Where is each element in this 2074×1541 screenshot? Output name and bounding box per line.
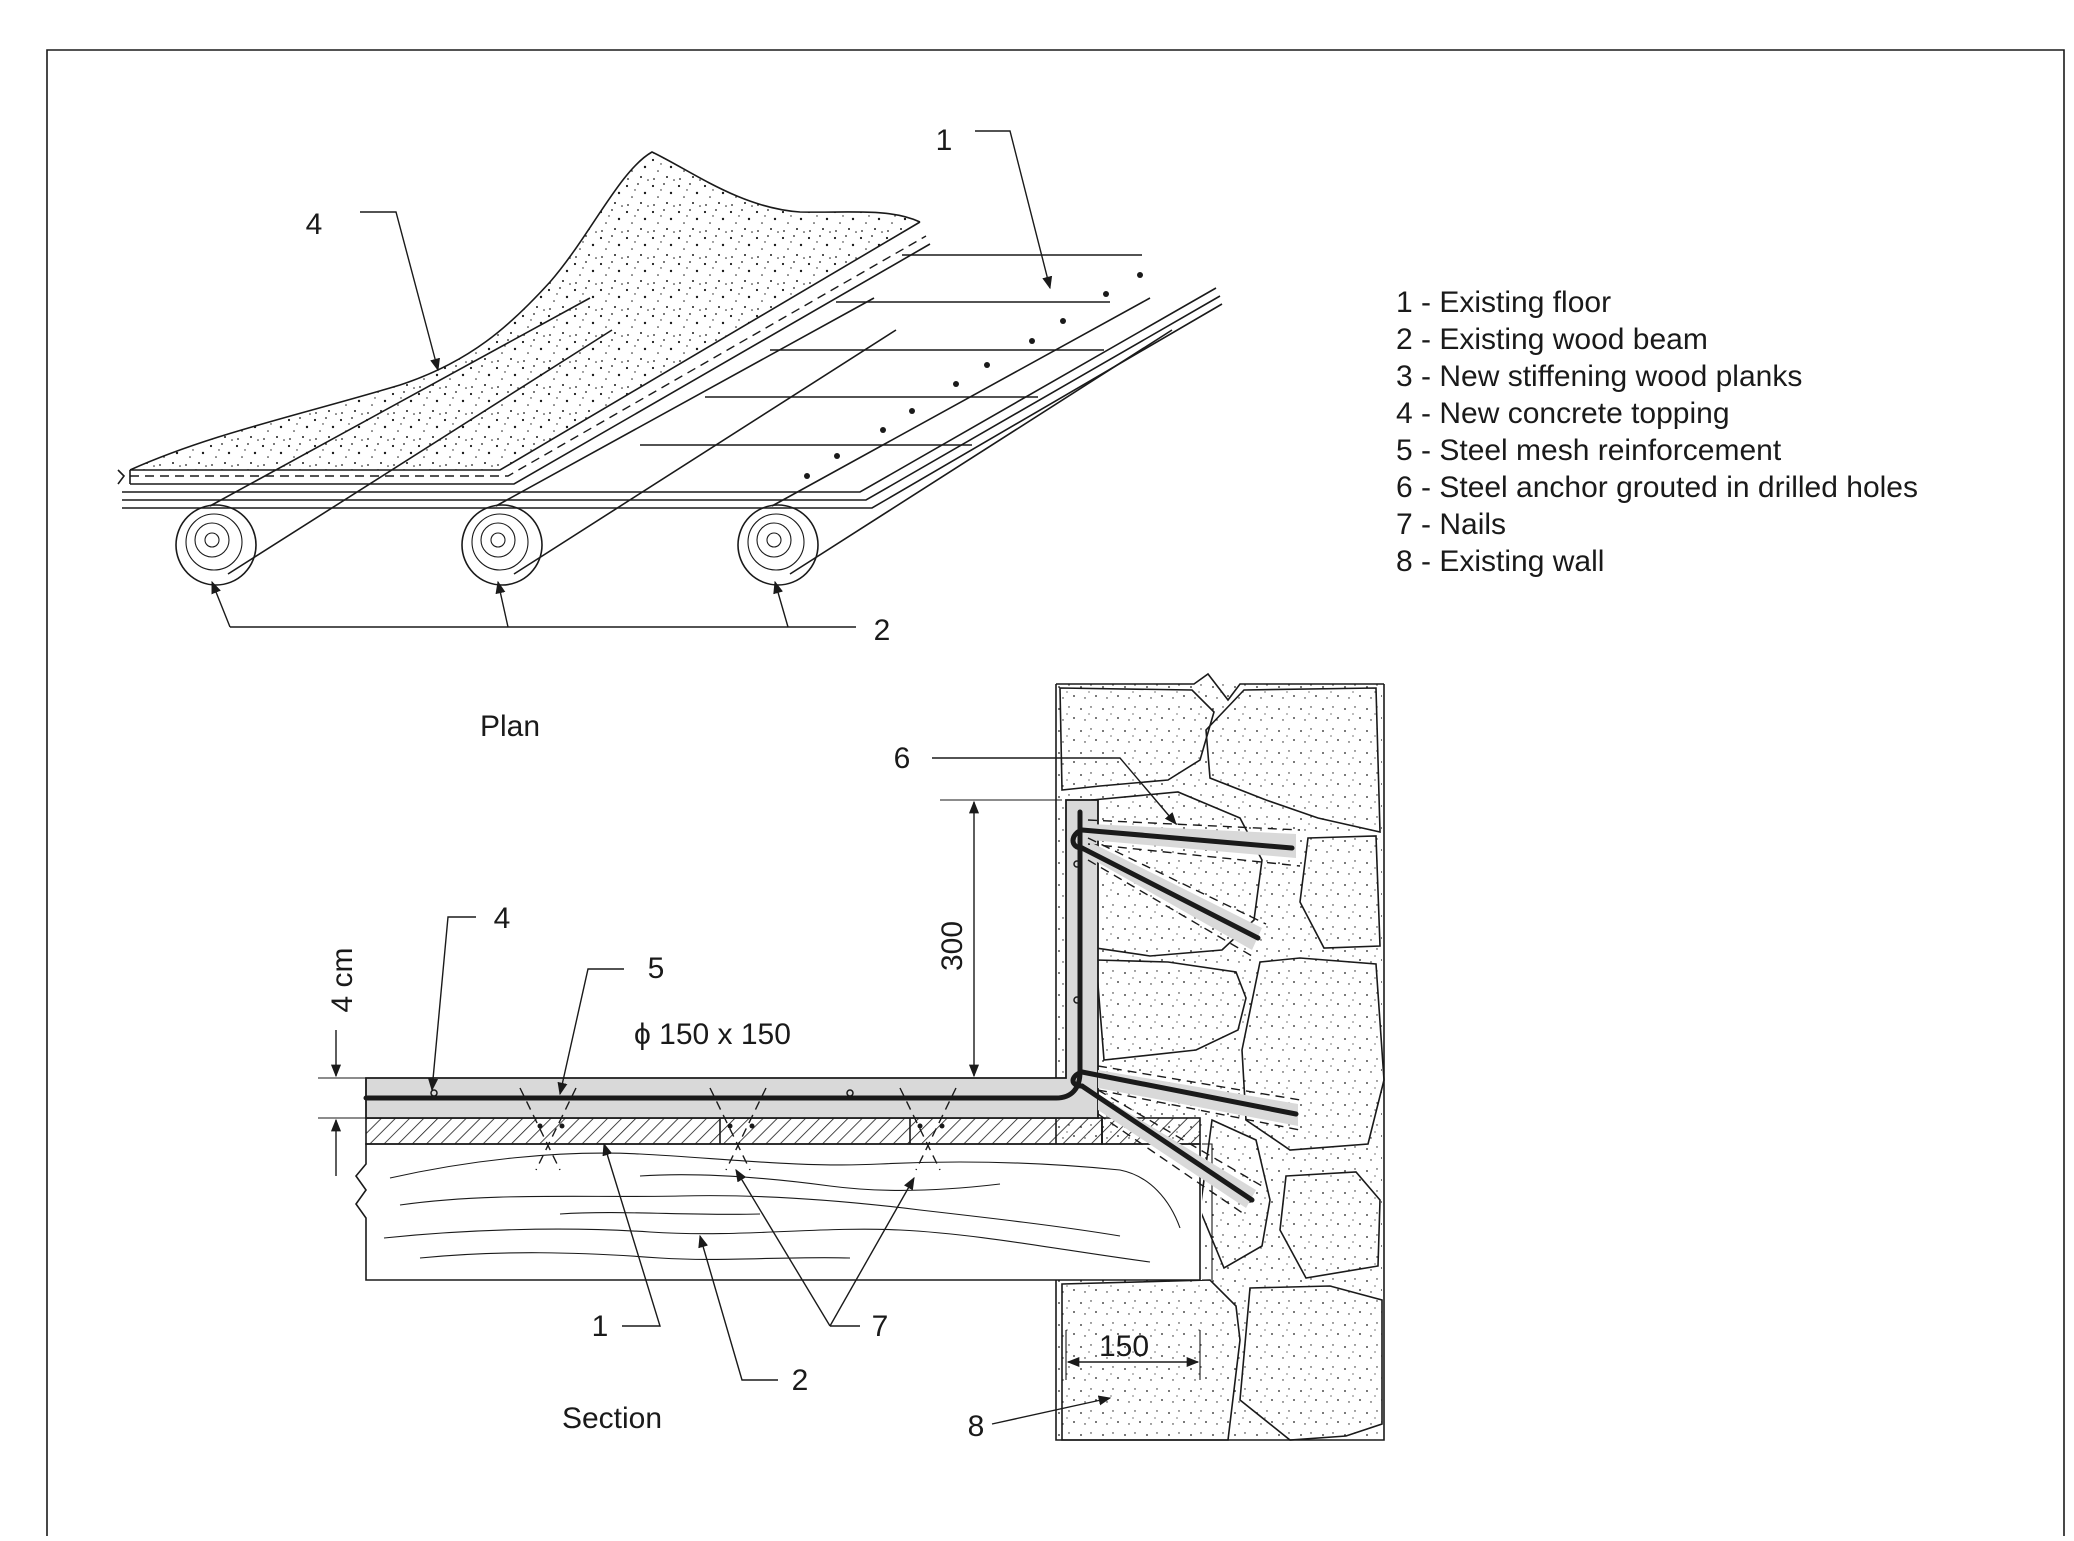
section-callout-2-label: 2 [792, 1364, 809, 1397]
section-callout-5: 5 [557, 952, 665, 1096]
section-concrete-topping [363, 799, 1099, 1119]
section-existing-floor [365, 1117, 1201, 1145]
section-view: 4 cm 300 150 ϕ 150 x 150 4 5 6 [318, 672, 1385, 1443]
section-callout-8-label: 8 [968, 1410, 985, 1443]
steel-anchor [1070, 1069, 1263, 1215]
sheet-border [46, 49, 2065, 1536]
plan-callout-4-label: 4 [306, 208, 323, 241]
dim-wall-embed: 150 [1065, 1330, 1201, 1380]
dim-wall-embed-label: 150 [1099, 1330, 1149, 1363]
nail-dots [804, 272, 1143, 479]
legend-item-4: 4 - New concrete topping [1396, 397, 1730, 430]
dim-slab-thickness: 4 cm [318, 947, 366, 1176]
legend-item-6: 6 - Steel anchor grouted in drilled hole… [1396, 471, 1918, 504]
legend-item-7: 7 - Nails [1396, 508, 1506, 541]
legend-item-8: 8 - Existing wall [1396, 545, 1604, 578]
steel-anchor [1079, 1065, 1301, 1131]
section-callout-6-label: 6 [894, 742, 911, 775]
legend: 1 - Existing floor 2 - Existing wood bea… [1396, 286, 1918, 578]
mesh-spec-label: ϕ 150 x 150 [634, 1018, 791, 1051]
dim-upturn-height: 300 [936, 799, 1062, 1078]
plan-callout-4: 4 [306, 208, 440, 372]
legend-item-3: 3 - New stiffening wood planks [1396, 360, 1802, 393]
dim-upturn-height-label: 300 [936, 921, 969, 971]
section-callout-4: 4 [428, 902, 511, 1092]
wood-beam [737, 297, 1173, 586]
wood-grain [383, 1152, 1181, 1263]
plan-caption: Plan [480, 710, 540, 743]
existing-wall [1055, 672, 1385, 1441]
section-callout-4-label: 4 [494, 902, 511, 935]
plan-view: 1 4 2 Plan [117, 124, 1223, 743]
section-callout-6: 6 [894, 742, 1177, 825]
legend-item-2: 2 - Existing wood beam [1396, 323, 1708, 356]
section-callout-1: 1 [592, 1142, 661, 1343]
section-callout-2: 2 [698, 1234, 809, 1397]
plan-callout-1-label: 1 [936, 124, 953, 157]
section-caption: Section [562, 1402, 662, 1435]
dim-slab-thickness-label: 4 cm [326, 947, 359, 1012]
section-callout-5-label: 5 [648, 952, 665, 985]
steel-anchor [1070, 827, 1267, 957]
plan-callout-1: 1 [936, 124, 1053, 290]
plan-callout-2: 2 [211, 580, 891, 647]
section-wood-beam [354, 1143, 1213, 1281]
legend-item-1: 1 - Existing floor [1396, 286, 1611, 319]
existing-floor-boards [117, 254, 1223, 509]
steel-anchors [1070, 819, 1301, 1215]
section-nails [519, 1087, 957, 1171]
section-callout-7: 7 [735, 1168, 915, 1343]
legend-item-5: 5 - Steel mesh reinforcement [1396, 434, 1782, 467]
steel-anchor [1079, 819, 1301, 867]
plan-callout-2-label: 2 [874, 614, 891, 647]
concrete-topping [129, 151, 931, 485]
wood-beam [461, 297, 897, 586]
section-callout-8: 8 [968, 1395, 1112, 1443]
section-callout-7-label: 7 [872, 1310, 889, 1343]
wall-stones [1059, 687, 1385, 1441]
section-callout-1-label: 1 [592, 1310, 609, 1343]
